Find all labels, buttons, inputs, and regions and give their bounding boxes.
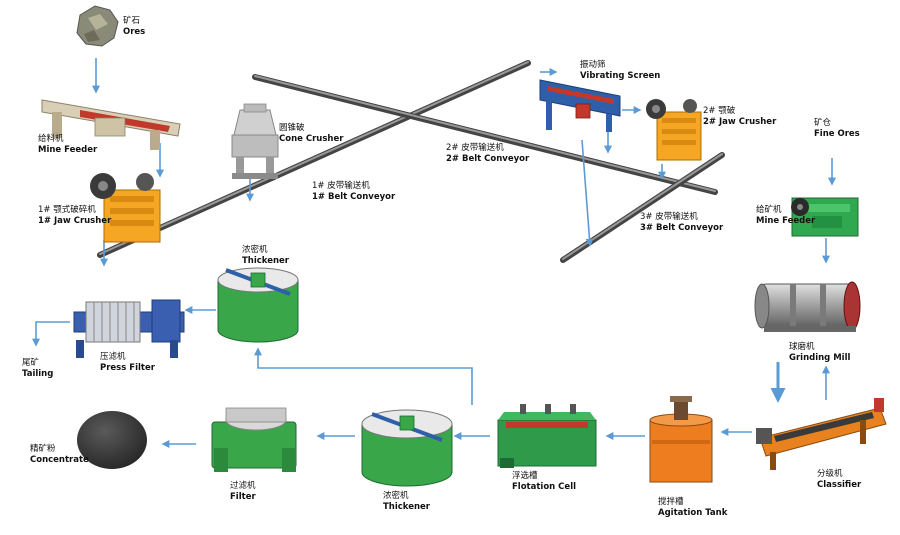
mine-feeder-2-label: 给矿机 Mine Feeder (756, 205, 815, 227)
flotation-cell-label: 浮选槽 Flotation Cell (512, 471, 576, 493)
thickener-2-label-en: Thickener (383, 502, 430, 512)
belt-conveyor-1-label-cn: 1# 皮带输送机 (312, 181, 370, 191)
belt-conveyor-1-label: 1# 皮带输送机 1# Belt Conveyor (312, 181, 395, 203)
thickener-1-label-cn: 浓密机 (242, 245, 268, 255)
vibrating-screen-label: 振动筛 Vibrating Screen (580, 60, 660, 82)
ore-rock-image (76, 5, 119, 47)
jaw-crusher-2-label-en: 2# Jaw Crusher (703, 117, 777, 127)
classifier-label: 分级机 Classifier (817, 469, 861, 491)
flotation-cell-image (497, 404, 597, 468)
mine-feeder-2-image (791, 197, 859, 237)
jaw-crusher-2-label-cn: 2# 颚破 (703, 106, 736, 116)
filter-label-cn: 过滤机 (230, 481, 256, 491)
belt-conveyor-2-label-cn: 2# 皮带输送机 (446, 143, 504, 153)
grinding-mill-image (754, 281, 861, 332)
mine-feeder-1-label-cn: 给料机 (38, 134, 64, 144)
concentrate-powder-image (77, 411, 147, 469)
belt-conveyor-2 (252, 74, 718, 195)
press-filter-image (73, 299, 185, 358)
concentrate-label-en: Concentrate (30, 455, 89, 465)
agitation-tank-label-cn: 搅拌槽 (658, 497, 684, 507)
flotation-cell-label-en: Flotation Cell (512, 482, 577, 492)
mine-feeder-1-label-en: Mine Feeder (38, 145, 98, 155)
fine-ores-label-cn: 矿仓 (814, 118, 832, 128)
cone-crusher-label-cn: 圆锥破 (279, 123, 305, 133)
jaw-crusher-1-label-en: 1# Jaw Crusher (38, 216, 112, 226)
cone-crusher-image (231, 103, 279, 179)
press-filter-label-en: Press Filter (100, 363, 155, 373)
thickener-2-label-cn: 浓密机 (383, 491, 409, 501)
jaw-crusher-2-label: 2# 颚破 2# Jaw Crusher (703, 106, 776, 128)
grinding-mill-label-cn: 球磨机 (789, 342, 815, 352)
belt-conveyor-3-label: 3# 皮带输送机 3# Belt Conveyor (640, 212, 723, 234)
press-filter-label: 压滤机 Press Filter (100, 352, 155, 374)
tailing-label-en: Tailing (22, 369, 54, 379)
vibrating-screen-label-en: Vibrating Screen (580, 71, 661, 81)
mine-feeder-1-label: 给料机 Mine Feeder (38, 134, 97, 156)
mine-feeder-2-label-en: Mine Feeder (756, 216, 816, 226)
concentrate-label-cn: 精矿粉 (30, 444, 56, 454)
belt-conveyor-3-label-en: 3# Belt Conveyor (640, 223, 724, 233)
jaw-crusher-2-image (646, 99, 702, 161)
cone-crusher-label: 圆锥破 Cone Crusher (279, 123, 343, 145)
ores-label-en: Ores (123, 27, 146, 37)
jaw-crusher-1-label: 1# 颚式破碎机 1# Jaw Crusher (38, 205, 111, 227)
agitation-tank-label: 搅拌槽 Agitation Tank (658, 497, 727, 519)
tailing-label: 尾矿 Tailing (22, 358, 53, 380)
fine-ores-label-en: Fine Ores (814, 129, 860, 139)
concentrate-label: 精矿粉 Concentrate (30, 444, 89, 466)
thickener-1-label: 浓密机 Thickener (242, 245, 289, 267)
vibrating-screen-label-cn: 振动筛 (580, 60, 606, 70)
tailing-label-cn: 尾矿 (22, 358, 40, 368)
thickener-1-label-en: Thickener (242, 256, 289, 266)
agitation-tank-label-en: Agitation Tank (658, 508, 728, 518)
grinding-mill-label-en: Grinding Mill (789, 353, 851, 363)
jaw-crusher-1-image (90, 173, 161, 243)
filter-image (211, 407, 297, 472)
flotation-cell-label-cn: 浮选槽 (512, 471, 538, 481)
mine-feeder-2-label-cn: 给矿机 (756, 205, 782, 215)
classifier-label-en: Classifier (817, 480, 862, 490)
mine-feeder-1-image (41, 99, 181, 150)
classifier-label-cn: 分级机 (817, 469, 843, 479)
press-filter-label-cn: 压滤机 (100, 352, 126, 362)
thickener-2-image (361, 409, 453, 487)
vibrating-screen-image (539, 79, 621, 132)
ores-label: 矿石 Ores (123, 16, 145, 38)
classifier-image (756, 398, 887, 470)
belt-conveyor-2-label-en: 2# Belt Conveyor (446, 154, 530, 164)
belt-conveyor-3-label-cn: 3# 皮带输送机 (640, 212, 698, 222)
fine-ores-label: 矿仓 Fine Ores (814, 118, 860, 140)
thickener-1-image (217, 267, 299, 343)
filter-label: 过滤机 Filter (230, 481, 256, 503)
belt-conveyor-1 (97, 60, 531, 258)
belt-conveyor-2-label: 2# 皮带输送机 2# Belt Conveyor (446, 143, 529, 165)
agitation-tank-image (649, 396, 713, 483)
filter-label-en: Filter (230, 492, 256, 502)
belt-conveyor-1-label-en: 1# Belt Conveyor (312, 192, 396, 202)
thickener-2-label: 浓密机 Thickener (383, 491, 430, 513)
cone-crusher-label-en: Cone Crusher (279, 134, 344, 144)
ores-label-cn: 矿石 (123, 16, 141, 26)
grinding-mill-label: 球磨机 Grinding Mill (789, 342, 850, 364)
jaw-crusher-1-label-cn: 1# 颚式破碎机 (38, 205, 96, 215)
